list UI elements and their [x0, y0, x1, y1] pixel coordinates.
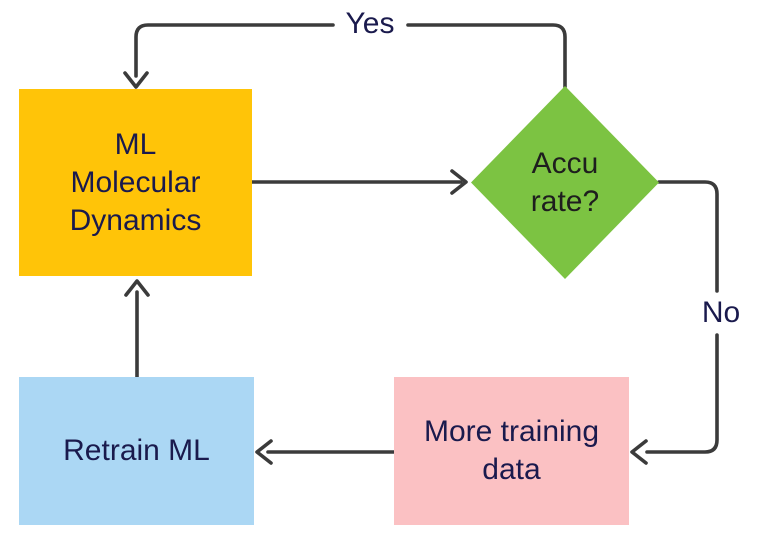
- node-more-training-data-label: More training data: [423, 415, 600, 486]
- arrowhead-left-into-moredata-icon: [630, 439, 648, 465]
- node-retrain-ml: Retrain ML: [19, 377, 254, 525]
- node-ml-molecular-dynamics: ML Molecular Dynamics: [19, 89, 252, 276]
- arrowhead-right-into-accurate-icon: [450, 169, 468, 195]
- edge-no-segment-top: [657, 180, 719, 293]
- edge-label-no: No: [701, 296, 741, 329]
- node-more-training-data: More training data: [394, 377, 629, 525]
- edge-yes-segment-left: [134, 23, 335, 78]
- arrowhead-up-into-ml-icon: [124, 279, 150, 297]
- node-accurate-decision-label: Accu rate?: [530, 146, 600, 218]
- node-ml-molecular-dynamics-label: ML Molecular Dynamics: [69, 127, 202, 237]
- edge-no-segment-bottom: [645, 333, 719, 454]
- arrowhead-left-into-retrain-icon: [255, 439, 273, 465]
- arrowhead-down-into-ml-icon: [123, 71, 149, 89]
- edge-label-yes: Yes: [345, 7, 395, 40]
- node-retrain-ml-label: Retrain ML: [63, 434, 210, 467]
- edge-yes-segment-right: [406, 23, 567, 89]
